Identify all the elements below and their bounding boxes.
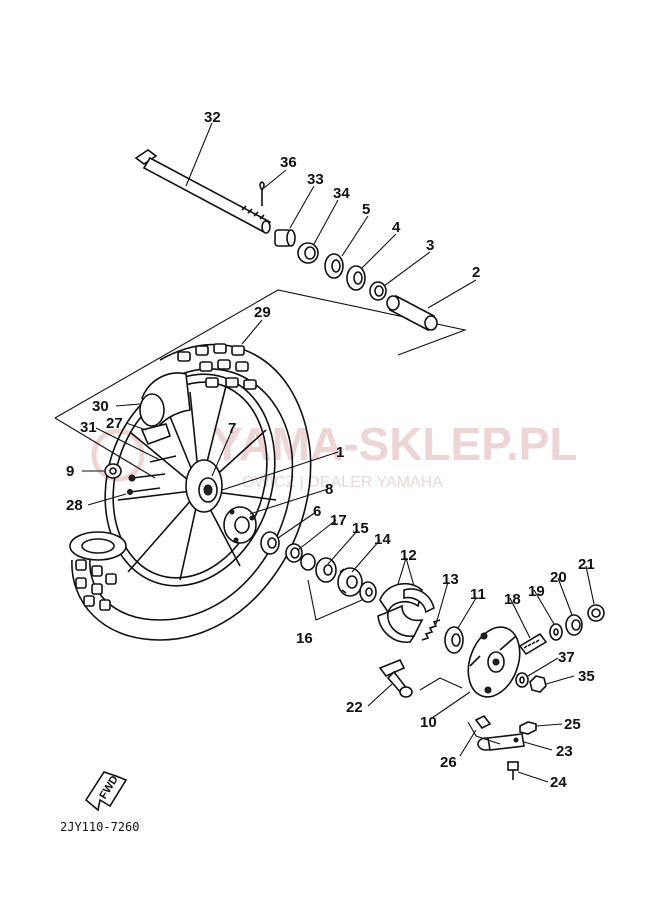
callout-26: 26 [440, 754, 457, 771]
callout-11: 11 [470, 586, 486, 603]
hub-flange [223, 506, 257, 544]
bearing-6 [260, 531, 280, 555]
brake-arm-parts [467, 714, 537, 780]
wheel-assembly [69, 343, 312, 641]
diagram-code: 2JY110-7260 [60, 820, 139, 834]
callout-labels: 32 36 33 34 5 4 3 2 29 30 27 31 7 1 9 8 … [66, 109, 595, 791]
callout-16: 16 [296, 630, 313, 647]
callout-19: 19 [528, 583, 545, 600]
inner-tube [139, 372, 191, 432]
callout-14: 14 [374, 531, 391, 548]
cotter-pin [259, 181, 265, 206]
valve-parts [104, 455, 177, 495]
callout-31: 31 [80, 419, 97, 436]
callout-33: 33 [307, 171, 324, 188]
seal-20 [565, 614, 583, 636]
callout-2: 2 [472, 264, 480, 281]
callout-8: 8 [325, 481, 333, 498]
bearing-3 [369, 281, 387, 301]
spacer-4 [346, 265, 366, 291]
fwd-arrow-icon: FWD [84, 771, 128, 812]
callout-25: 25 [564, 716, 581, 733]
callout-9: 9 [66, 463, 74, 480]
callout-34: 34 [333, 185, 350, 202]
oil-seal [297, 242, 319, 264]
oil-seal-11 [444, 626, 464, 654]
callout-4: 4 [392, 219, 401, 236]
callout-27: 27 [106, 415, 123, 432]
brake-shoes [377, 582, 435, 643]
callout-20: 20 [550, 569, 567, 586]
callout-21: 21 [578, 556, 595, 573]
callout-5: 5 [362, 201, 370, 218]
callout-13: 13 [442, 571, 459, 588]
callout-12: 12 [400, 547, 417, 564]
brake-camshaft [518, 632, 548, 656]
callout-32: 32 [204, 109, 221, 126]
callout-36: 36 [280, 154, 297, 171]
washer-19 [549, 623, 563, 641]
callout-17: 17 [330, 512, 347, 529]
brake-shoe-plate [467, 626, 521, 698]
rim-band [140, 423, 172, 446]
callout-29: 29 [254, 304, 271, 321]
bearing-5 [324, 253, 344, 279]
callout-37: 37 [558, 649, 575, 666]
tire-tread [75, 343, 257, 611]
cable-joint [378, 658, 463, 698]
callout-18: 18 [504, 591, 521, 608]
gear-unit [300, 553, 377, 621]
callout-1: 1 [336, 444, 344, 461]
return-spring [421, 619, 441, 641]
callout-3: 3 [426, 237, 434, 254]
callout-35: 35 [578, 668, 595, 685]
callout-22: 22 [346, 699, 363, 716]
cap-21 [587, 604, 605, 622]
oil-seal-17 [285, 543, 303, 563]
callout-6: 6 [313, 503, 321, 520]
callout-24: 24 [550, 774, 567, 791]
axle-nut [515, 672, 547, 693]
collar [274, 229, 296, 247]
callout-30: 30 [92, 398, 109, 415]
callout-28: 28 [66, 497, 83, 514]
watermark-subtitle: …OWICZ | DEALER YAMAHA [226, 474, 443, 491]
watermark-logo-icon [91, 428, 145, 482]
callout-10: 10 [420, 714, 437, 731]
assembly-frame-lines [54, 289, 467, 479]
callout-23: 23 [556, 743, 573, 760]
spacer-tube [386, 294, 438, 332]
axle [134, 149, 272, 234]
leader-lines [82, 122, 595, 783]
callout-15: 15 [352, 520, 369, 537]
callout-7: 7 [228, 420, 236, 437]
